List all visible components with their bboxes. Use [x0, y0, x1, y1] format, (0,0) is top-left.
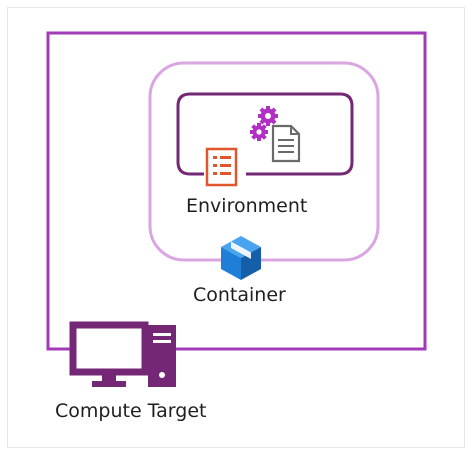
cube-icon	[221, 236, 261, 280]
compute-target-box	[46, 31, 427, 351]
container-label: Container	[193, 284, 286, 306]
computer-icon	[69, 321, 176, 387]
list-document-icon	[205, 147, 238, 187]
environment-label: Environment	[186, 195, 308, 217]
environment-box	[176, 92, 354, 176]
container-box	[148, 61, 380, 262]
compute-target-label: Compute Target	[55, 400, 207, 422]
